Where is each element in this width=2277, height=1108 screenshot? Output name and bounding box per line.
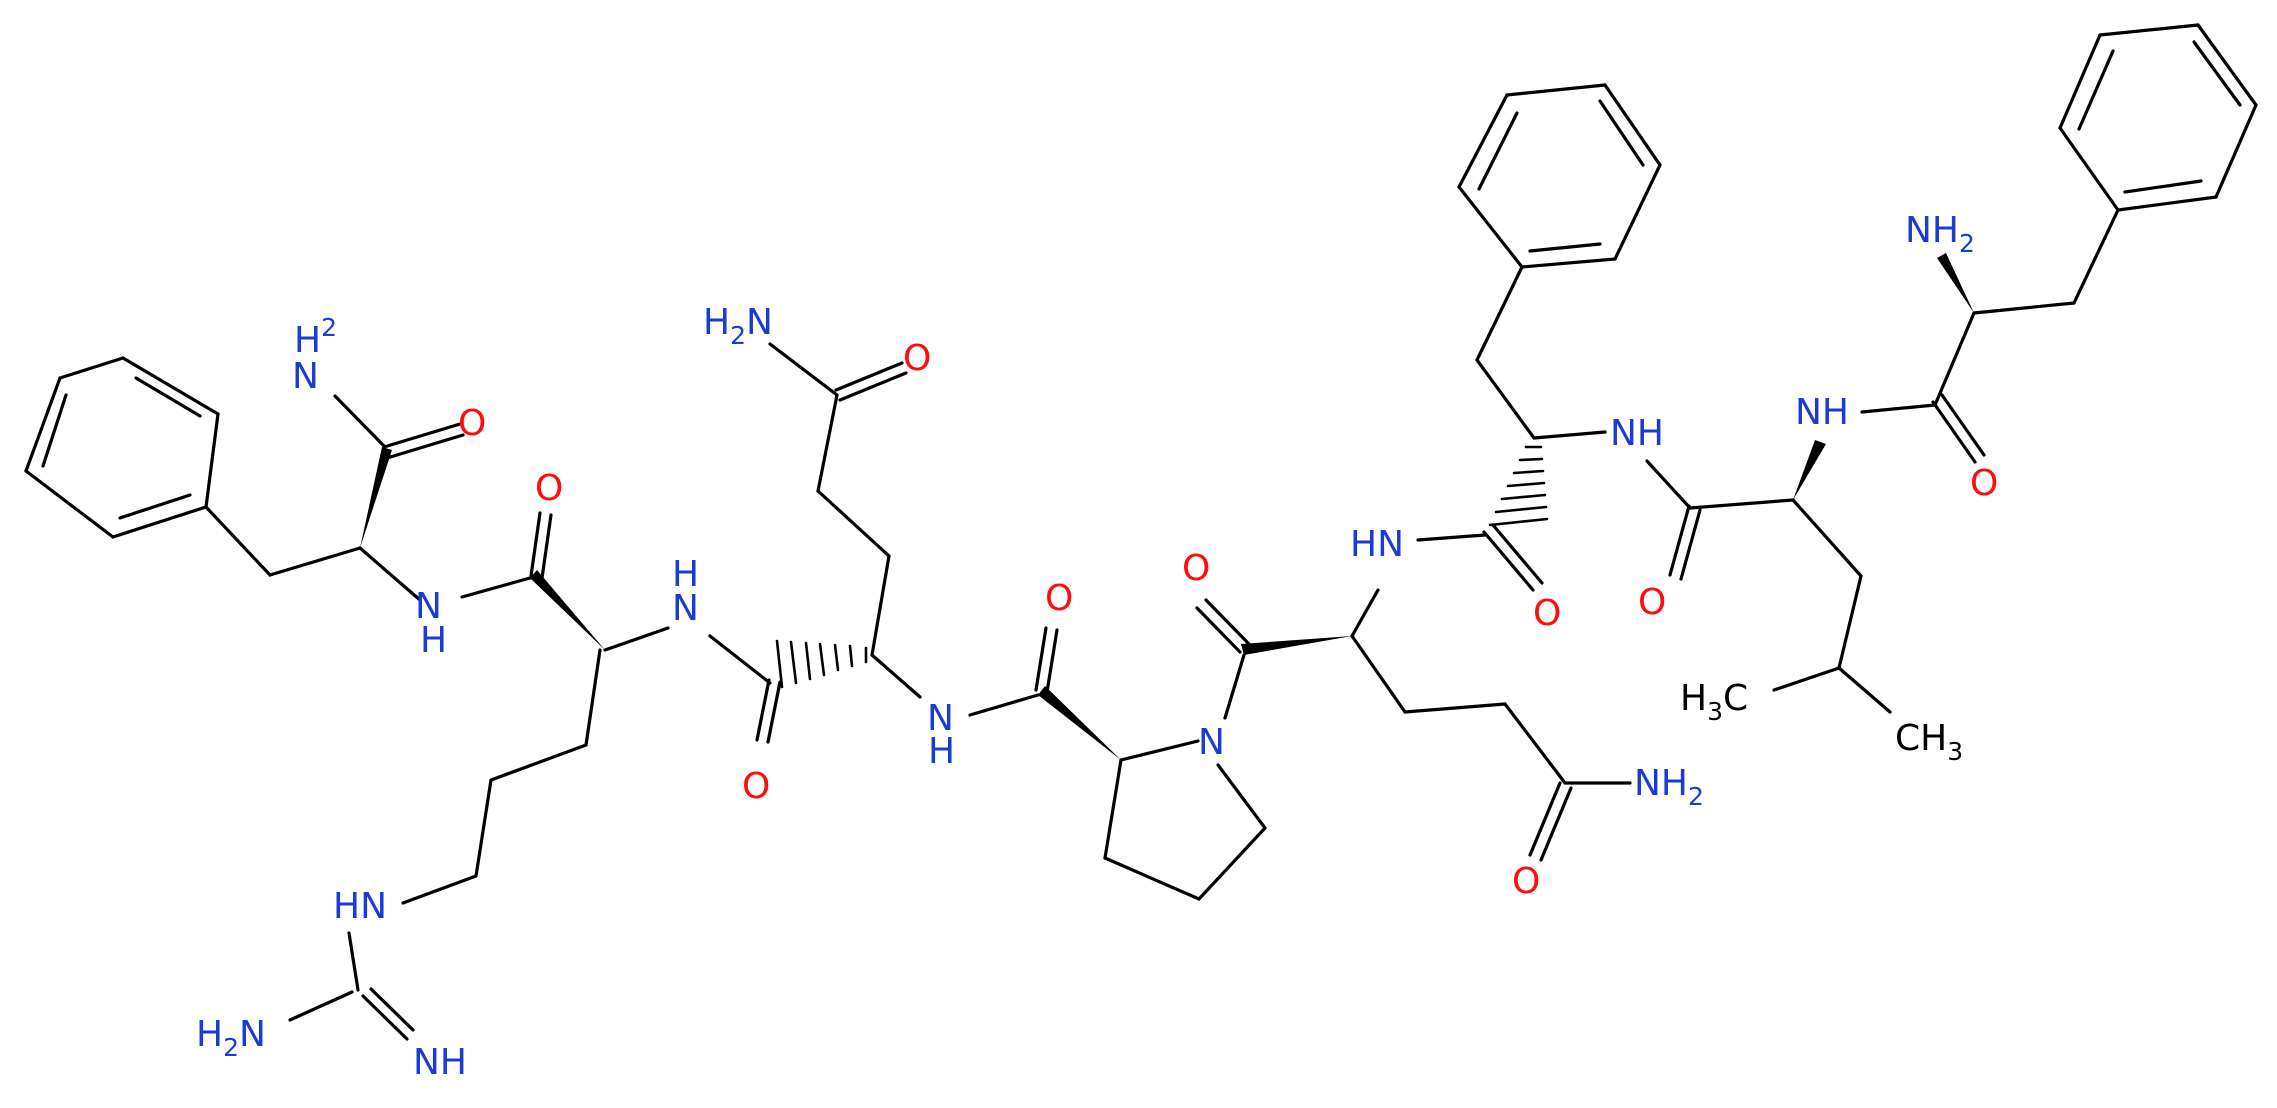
o-gln1-side: O — [903, 338, 931, 379]
wedge-bonds — [360, 253, 1974, 760]
nh2-gln2-side: NH2 — [1634, 763, 1704, 811]
nh-phe-arg-h: H — [420, 620, 447, 661]
o-phe2-carbonyl: O — [1533, 593, 1561, 634]
nh-gln1-pro: N — [927, 698, 954, 739]
nh-phe-arg: N — [415, 586, 442, 627]
nh-arg-gln-h: H — [672, 554, 699, 595]
o-leu-carbonyl: O — [1638, 582, 1666, 623]
nh-phe2: NH — [1610, 413, 1664, 454]
nh2-phe-amide-label: H2 — [294, 313, 337, 361]
h2n-gln1-side: H2N — [703, 302, 773, 350]
atom-labels: H2 N O O N H N H HN H2N NH H2N O O N H O… — [196, 210, 1998, 1083]
nh-gln1-pro-h: H — [928, 731, 955, 772]
o-arg-carbonyl: O — [535, 468, 563, 509]
nh-leu: NH — [1795, 392, 1849, 433]
nh-imine: NH — [413, 1042, 467, 1083]
h2n-guan: H2N — [196, 1014, 266, 1062]
o-pro-carbonyl: O — [1045, 578, 1073, 619]
hn-guan: HN — [333, 886, 387, 927]
o-nterm-carbonyl: O — [1970, 463, 1998, 504]
bond-lines — [24, 23, 2258, 1041]
n-pro: N — [1198, 722, 1225, 763]
o-gln1-carbonyl: O — [742, 766, 770, 807]
nh-arg-gln: N — [672, 588, 699, 629]
ch3-right: CH3 — [1895, 718, 1963, 766]
nh2-nterm: NH2 — [1905, 210, 1975, 258]
nh2-phe-amide-n: N — [292, 356, 319, 397]
o-gln2-carbonyl: O — [1182, 548, 1210, 589]
o-gln2-side: O — [1512, 861, 1540, 902]
ch3-left: H3C — [1680, 678, 1748, 726]
o-phe-amide: O — [458, 403, 486, 444]
hn-gln2: HN — [1350, 524, 1404, 565]
hash-bonds — [775, 436, 1549, 689]
